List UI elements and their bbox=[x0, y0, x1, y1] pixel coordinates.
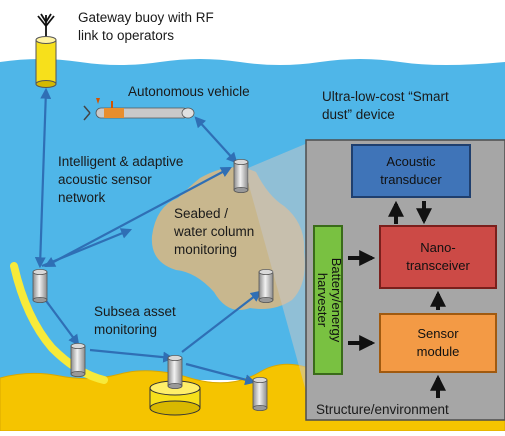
sensor-node-right bbox=[252, 376, 268, 412]
acoustic-label-2: transducer bbox=[380, 172, 442, 187]
acoustic-links bbox=[34, 87, 262, 386]
sensor-node-subsea bbox=[70, 342, 86, 378]
subsea-label-2: monitoring bbox=[94, 322, 157, 337]
link-auv-smartdust bbox=[194, 116, 238, 164]
sensor-node-seabed bbox=[258, 268, 274, 304]
smart-dust-node bbox=[233, 158, 249, 194]
link-node-subsea bbox=[43, 297, 80, 346]
sensor-label-2: module bbox=[417, 344, 460, 359]
sensor-node-left bbox=[32, 268, 48, 304]
autonomous-vehicle bbox=[83, 98, 195, 121]
subsea-asset bbox=[149, 354, 201, 416]
seabed-label-3: monitoring bbox=[174, 242, 237, 257]
callout-beam bbox=[248, 142, 310, 406]
gateway-label-1: Gateway buoy with RF bbox=[78, 10, 214, 25]
nano-transceiver-block: Nano- transceiver bbox=[379, 225, 497, 289]
battery-label-1: Battery/energy bbox=[329, 258, 344, 343]
battery-block: Battery/energy harvester bbox=[313, 225, 344, 375]
acoustic-label-1: Acoustic bbox=[386, 154, 436, 169]
antenna-icon bbox=[37, 13, 55, 40]
nano-label-1: Nano- bbox=[420, 240, 455, 255]
link-smartdust-node bbox=[44, 166, 232, 268]
seabed-label-2: water column bbox=[173, 224, 254, 239]
gateway-label-2: link to operators bbox=[78, 28, 174, 43]
sensor-module-block: Sensor module bbox=[379, 313, 497, 373]
structure-label: Structure/environment bbox=[316, 402, 449, 417]
link-buoy-node bbox=[34, 87, 52, 269]
smartdust-label-1: Ultra-low-cost “Smart bbox=[322, 89, 449, 104]
smartdust-label-2: dust” device bbox=[322, 107, 395, 122]
acoustic-transducer-block: Acoustic transducer bbox=[351, 144, 471, 198]
block-arrows bbox=[348, 200, 446, 398]
seabed-label-1: Seabed / bbox=[174, 206, 228, 221]
link-subsea-hub bbox=[89, 348, 175, 363]
battery-label-2: harvester bbox=[315, 273, 330, 328]
link-hub-seabed-node bbox=[181, 290, 262, 353]
auv-label: Autonomous vehicle bbox=[128, 84, 250, 99]
nano-label-2: transceiver bbox=[406, 258, 470, 273]
network-label-3: network bbox=[58, 190, 106, 205]
subsea-label-1: Subsea asset bbox=[94, 304, 176, 319]
link-hub-right bbox=[185, 362, 257, 386]
gateway-buoy bbox=[35, 36, 57, 88]
sensor-label-1: Sensor bbox=[417, 326, 459, 341]
network-label-1: Intelligent & adaptive bbox=[58, 154, 183, 169]
network-label-2: acoustic sensor bbox=[58, 172, 152, 187]
subsea-pipeline bbox=[10, 262, 108, 384]
